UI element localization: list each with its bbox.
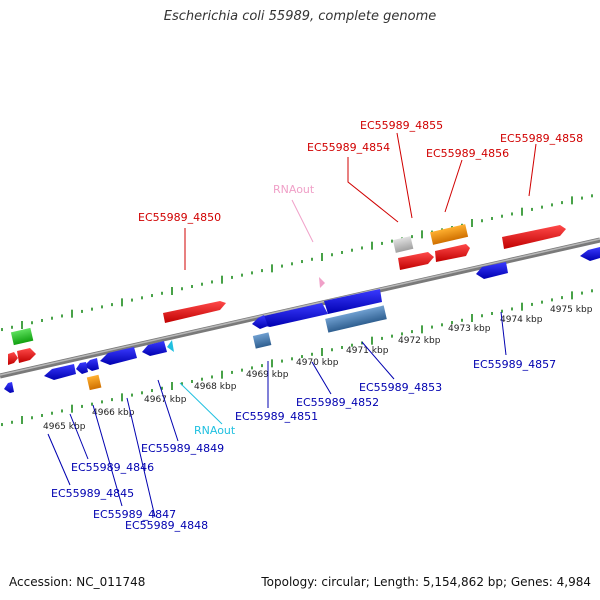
gene-label-ec55989-4857[interactable]: EC55989_4857: [473, 358, 556, 371]
gene-feature[interactable]: [100, 347, 137, 365]
gene-feature[interactable]: [324, 289, 382, 314]
rna-feature[interactable]: [167, 340, 174, 352]
gene-label-ec55989-4848[interactable]: EC55989_4848: [125, 519, 208, 532]
gene-feature[interactable]: [430, 224, 469, 245]
gene-feature[interactable]: [435, 244, 470, 262]
label-leader-line: [347, 157, 399, 223]
gene-label-ec55989-4855[interactable]: EC55989_4855: [360, 119, 443, 132]
gene-label-ec55989-4850[interactable]: EC55989_4850: [138, 211, 221, 224]
scale-labels: 4965 kbp 4966 kbp 4967 kbp 4968 kbp 4969…: [43, 305, 593, 432]
label-leader-line: [500, 311, 507, 356]
scale-tick-marks: [1, 194, 593, 427]
label-leader-line: [69, 413, 89, 460]
gene-feature[interactable]: [4, 382, 14, 393]
gene-label-ec55989-4846[interactable]: EC55989_4846: [71, 461, 154, 474]
accession-label: Accession: NC_011748: [9, 575, 146, 589]
gene-label-ec55989-4854[interactable]: EC55989_4854: [307, 141, 390, 154]
gene-label-ec55989-4847[interactable]: EC55989_4847: [93, 508, 176, 521]
gene-feature[interactable]: [252, 332, 272, 349]
gene-label-rnaout-reverse[interactable]: RNAout: [194, 424, 236, 437]
genome-info-label: Topology: circular; Length: 5,154,862 bp…: [261, 575, 591, 589]
gene-label-ec55989-4852[interactable]: EC55989_4852: [296, 396, 379, 409]
gene-feature[interactable]: [76, 362, 88, 374]
map-title: Escherichia coli 55989, complete genome: [163, 9, 437, 24]
gene-feature[interactable]: [84, 358, 99, 371]
scale-label: 4975 kbp: [550, 305, 593, 315]
gene-feature[interactable]: [580, 247, 600, 261]
gene-label-ec55989-4851[interactable]: EC55989_4851: [235, 410, 318, 423]
label-leader-line: [126, 397, 156, 518]
gene-label-ec55989-4856[interactable]: EC55989_4856: [426, 147, 509, 160]
gene-feature[interactable]: [17, 348, 36, 363]
gene-feature[interactable]: [8, 352, 18, 365]
label-leader-line: [396, 132, 413, 219]
scale-label: 4970 kbp: [296, 358, 339, 368]
label-leader-line: [179, 382, 223, 425]
gene-label-rnaout-forward[interactable]: RNAout: [273, 183, 315, 196]
label-leader-line: [311, 361, 332, 395]
forward-labels: EC55989_4850 RNAout EC55989_4854 EC55989…: [138, 119, 583, 270]
scale-label: 4974 kbp: [500, 315, 543, 325]
gene-feature[interactable]: [398, 252, 434, 270]
gene-label-ec55989-4858[interactable]: EC55989_4858: [500, 132, 583, 145]
label-leader-line: [291, 199, 314, 243]
label-leader-line: [361, 341, 395, 380]
scale-label: 4967 kbp: [144, 395, 187, 405]
gene-label-ec55989-4853[interactable]: EC55989_4853: [359, 381, 442, 394]
label-leader-line: [528, 143, 537, 197]
scale-label: 4968 kbp: [194, 382, 237, 392]
scale-label: 4973 kbp: [448, 324, 491, 334]
gene-feature[interactable]: [86, 374, 102, 391]
forward-strand-features: [8, 224, 566, 365]
rna-feature[interactable]: [319, 277, 325, 288]
gene-feature[interactable]: [502, 225, 566, 249]
label-leader-line: [444, 159, 463, 213]
label-leader-line: [157, 379, 179, 442]
label-leader-line: [92, 404, 123, 507]
gene-feature[interactable]: [392, 236, 414, 253]
gene-label-ec55989-4849[interactable]: EC55989_4849: [141, 442, 224, 455]
gene-feature[interactable]: [44, 364, 76, 380]
label-leader-line: [47, 433, 71, 486]
gene-feature[interactable]: [476, 262, 508, 279]
gene-label-ec55989-4845[interactable]: EC55989_4845: [51, 487, 134, 500]
reverse-labels: EC55989_4846 EC55989_4845 EC55989_4847 E…: [47, 311, 556, 532]
gene-feature[interactable]: [258, 303, 328, 327]
gene-feature[interactable]: [10, 327, 34, 346]
genome-backbone-highlight: [0, 238, 600, 376]
gene-feature[interactable]: [325, 305, 387, 333]
reverse-strand-features: [4, 247, 600, 393]
scale-label: 4969 kbp: [246, 370, 289, 380]
gene-feature[interactable]: [163, 301, 226, 323]
scale-label: 4971 kbp: [346, 346, 389, 356]
gene-feature[interactable]: [252, 315, 268, 329]
scale-label: 4972 kbp: [398, 336, 441, 346]
gene-feature[interactable]: [142, 341, 167, 356]
scale-label: 4966 kbp: [92, 408, 135, 418]
scale-label: 4965 kbp: [43, 422, 86, 432]
